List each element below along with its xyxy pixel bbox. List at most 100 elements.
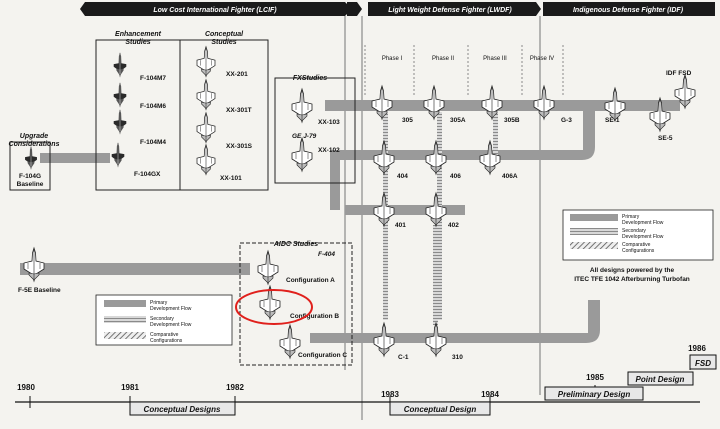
label-402: 402 <box>448 222 459 229</box>
legend-text: Development Flow <box>150 322 192 328</box>
phase-label: Phase IV <box>530 56 554 62</box>
aircraft-icon <box>113 109 127 135</box>
label-config-c: Configuration C <box>298 352 347 359</box>
aidc-box <box>239 242 353 366</box>
upgrade-title-1: Upgrade <box>20 133 49 140</box>
year-label: 1983 <box>381 390 399 399</box>
enhancement-title-1: Enhancement <box>115 31 162 38</box>
label-config-b: Configuration B <box>290 313 339 320</box>
upgrade-title-2: Considerations <box>9 141 60 148</box>
timeline-bar: Preliminary Design <box>558 390 631 399</box>
year-label: 1984 <box>481 390 499 399</box>
fx-title: FXStudies <box>293 75 327 82</box>
label-305: 305 <box>402 117 413 124</box>
label-406: 406 <box>450 173 461 180</box>
label-f104m7: F-104M7 <box>140 75 166 82</box>
lcif-title: Low Cost International Fighter (LCIF) <box>153 7 277 14</box>
legend-text: Development Flow <box>622 234 664 240</box>
conceptual-box <box>179 39 269 191</box>
powered-note-2: ITEC TFE 1042 Afterburning Turbofan <box>574 276 690 283</box>
label-f5e: F-5E Baseline <box>18 287 61 294</box>
legend-text: Development Flow <box>150 306 192 312</box>
legend-text: Configurations <box>150 338 183 344</box>
phase-label: Phase II <box>432 56 454 62</box>
aircraft-icon <box>196 79 216 110</box>
powered-note-1: All designs powered by the <box>590 267 675 274</box>
label-f104m6: F-104M6 <box>140 103 166 110</box>
label-f104gx: F-104GX <box>134 171 161 178</box>
aircraft-icon <box>25 146 37 170</box>
label-c1: C-1 <box>398 354 409 361</box>
year-label: 1980 <box>17 383 35 392</box>
conceptual-title-2: Studies <box>211 39 236 46</box>
label-config-a: Configuration A <box>286 277 335 284</box>
label-406a: 406A <box>502 173 518 180</box>
conceptual-title-1: Conceptual <box>205 31 244 38</box>
label-idf-fsd: IDF FSD <box>666 70 692 77</box>
aircraft-icon <box>196 112 216 143</box>
aircraft-icon <box>196 46 216 77</box>
lwdf-header: Light Weight Defense Fighter (LWDF) <box>368 2 541 16</box>
primary-flows <box>20 100 680 343</box>
timeline-bar: Conceptual Designs <box>144 405 221 414</box>
aircraft-icon <box>279 324 301 359</box>
legend-right-items: Primary Development Flow Secondary Devel… <box>570 214 664 254</box>
lcif-arrow <box>347 2 362 16</box>
phase-label: Phase III <box>483 56 507 62</box>
aircraft-icon <box>373 140 395 175</box>
aircraft-icon <box>113 82 127 108</box>
aircraft-icon <box>196 144 216 175</box>
label-f404: F-404 <box>318 251 335 258</box>
label-xx201: XX-201 <box>226 71 248 78</box>
year-label: 1982 <box>226 383 244 392</box>
label-404: 404 <box>397 173 408 180</box>
timeline-bar: Point Design <box>636 375 685 384</box>
label-ge-j79: GE J-79 <box>292 133 317 140</box>
year-label: 1981 <box>121 383 139 392</box>
year-label: 1986 <box>688 344 706 353</box>
aircraft-icon <box>291 88 313 123</box>
label-xx301t: XX-301T <box>226 107 252 114</box>
label-se1: SE-1 <box>605 117 620 124</box>
aircraft-icon <box>373 322 395 357</box>
highlight-circle <box>235 289 313 325</box>
lcif-header: Low Cost International Fighter (LCIF) <box>80 2 352 16</box>
fx-box <box>274 77 356 184</box>
label-xx102: XX-102 <box>318 147 340 154</box>
legend-text: Comparative <box>622 242 651 248</box>
aircraft-icon <box>23 247 45 282</box>
timeline: 1980 1981 1982 1983 1984 1985 1986 Conce… <box>15 344 717 416</box>
label-se5: SE-5 <box>658 135 673 142</box>
aircraft-icon <box>113 52 127 78</box>
phase-label: Phase I <box>382 56 403 62</box>
legend-text: Secondary <box>622 228 646 234</box>
label-g3: G-3 <box>561 117 572 124</box>
label-f104g-baseline: Baseline <box>17 181 44 188</box>
aidc-title: AIDC Studies <box>273 241 318 248</box>
legend-text: Configurations <box>622 248 655 254</box>
timeline-bar: Conceptual Design <box>404 405 477 414</box>
year-label: 1985 <box>586 373 604 382</box>
enhancement-title-2: Studies <box>125 39 150 46</box>
lwdf-title: Light Weight Defense Fighter (LWDF) <box>388 7 512 14</box>
aircraft-icon <box>425 322 447 357</box>
aircraft-icon <box>371 85 393 120</box>
aircraft-icon <box>481 85 503 120</box>
label-310: 310 <box>452 354 463 361</box>
label-305b: 305B <box>504 117 520 124</box>
aircraft-icon <box>425 140 447 175</box>
aircraft-icon <box>257 250 279 285</box>
label-xx103: XX-103 <box>318 119 340 126</box>
label-305a: 305A <box>450 117 466 124</box>
legend-left-items: Primary Development Flow Secondary Devel… <box>104 300 192 344</box>
idf-header: Indigenous Defense Fighter (IDF) <box>543 2 715 16</box>
label-401: 401 <box>395 222 406 229</box>
aircraft-icon <box>425 192 447 227</box>
aircraft-icon <box>111 142 125 168</box>
enhancement-box <box>95 39 181 191</box>
idf-title: Indigenous Defense Fighter (IDF) <box>573 7 684 14</box>
legend-text: Development Flow <box>622 220 664 226</box>
aircraft-icon <box>373 192 395 227</box>
legend-text: Primary <box>622 214 640 220</box>
